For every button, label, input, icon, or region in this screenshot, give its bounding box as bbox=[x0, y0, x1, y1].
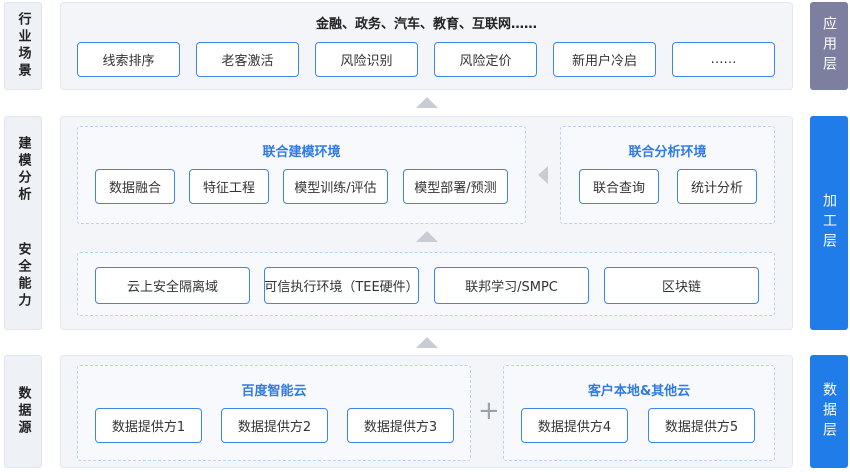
arrow-left-icon bbox=[538, 166, 548, 184]
scenario-risk-identification: 风险识别 bbox=[315, 42, 418, 77]
arrow-up-icon bbox=[416, 97, 438, 108]
plus-icon: + bbox=[478, 396, 500, 426]
data-provider-1: 数据提供方1 bbox=[95, 408, 202, 443]
industry-list: 金融、政务、汽车、教育、互联网…… bbox=[315, 17, 537, 32]
scenario-cold-start: 新用户冷启 bbox=[553, 42, 656, 77]
data-provider-2: 数据提供方2 bbox=[221, 408, 328, 443]
label-industry-scenarios-text: 行业场景 bbox=[15, 12, 31, 80]
layer-data-text: 数据层 bbox=[821, 381, 837, 442]
scenario-more: …… bbox=[672, 42, 775, 77]
label-industry-scenarios: 行业场景 bbox=[4, 2, 42, 90]
customer-cloud-title: 客户本地&其他云 bbox=[587, 384, 691, 399]
modeling-data-fusion: 数据融合 bbox=[95, 169, 175, 204]
joint-analysis-title: 联合分析环境 bbox=[628, 145, 707, 160]
modeling-training-evaluation: 模型训练/评估 bbox=[283, 169, 388, 204]
security-tee: 可信执行环境（TEE硬件） bbox=[264, 267, 419, 304]
label-modeling-security: 建模分析 安全能力 bbox=[4, 116, 42, 330]
data-provider-4: 数据提供方4 bbox=[521, 408, 628, 443]
layer-application-text: 应用层 bbox=[821, 16, 837, 76]
layer-processing-text: 加工层 bbox=[821, 193, 837, 253]
label-data-source-text: 数据源 bbox=[15, 386, 31, 437]
security-isolation-domain: 云上安全隔离域 bbox=[95, 267, 250, 304]
scenario-risk-pricing: 风险定价 bbox=[434, 42, 537, 77]
security-federated-learning: 联邦学习/SMPC bbox=[434, 267, 589, 304]
layer-data: 数据层 bbox=[810, 355, 848, 468]
data-provider-5: 数据提供方5 bbox=[648, 408, 755, 443]
arrow-up-icon bbox=[416, 231, 438, 242]
scenario-lead-ranking: 线索排序 bbox=[77, 42, 180, 77]
modeling-deployment-prediction: 模型部署/预测 bbox=[403, 169, 508, 204]
modeling-feature-engineering: 特征工程 bbox=[189, 169, 269, 204]
data-provider-3: 数据提供方3 bbox=[347, 408, 454, 443]
arrow-up-icon bbox=[416, 337, 438, 348]
layer-processing: 加工层 bbox=[810, 116, 848, 330]
analysis-statistics: 统计分析 bbox=[677, 169, 757, 204]
layer-application: 应用层 bbox=[810, 2, 848, 90]
scenario-customer-reactivation: 老客激活 bbox=[196, 42, 299, 77]
baidu-cloud-title: 百度智能云 bbox=[241, 384, 307, 399]
application-panel bbox=[60, 2, 793, 90]
label-data-source: 数据源 bbox=[4, 355, 42, 468]
joint-modeling-title: 联合建模环境 bbox=[262, 145, 341, 160]
analysis-joint-query: 联合查询 bbox=[579, 169, 659, 204]
label-security-capability-text: 安全能力 bbox=[15, 242, 31, 310]
security-blockchain: 区块链 bbox=[604, 267, 759, 304]
label-modeling-analysis-text: 建模分析 bbox=[15, 136, 31, 204]
